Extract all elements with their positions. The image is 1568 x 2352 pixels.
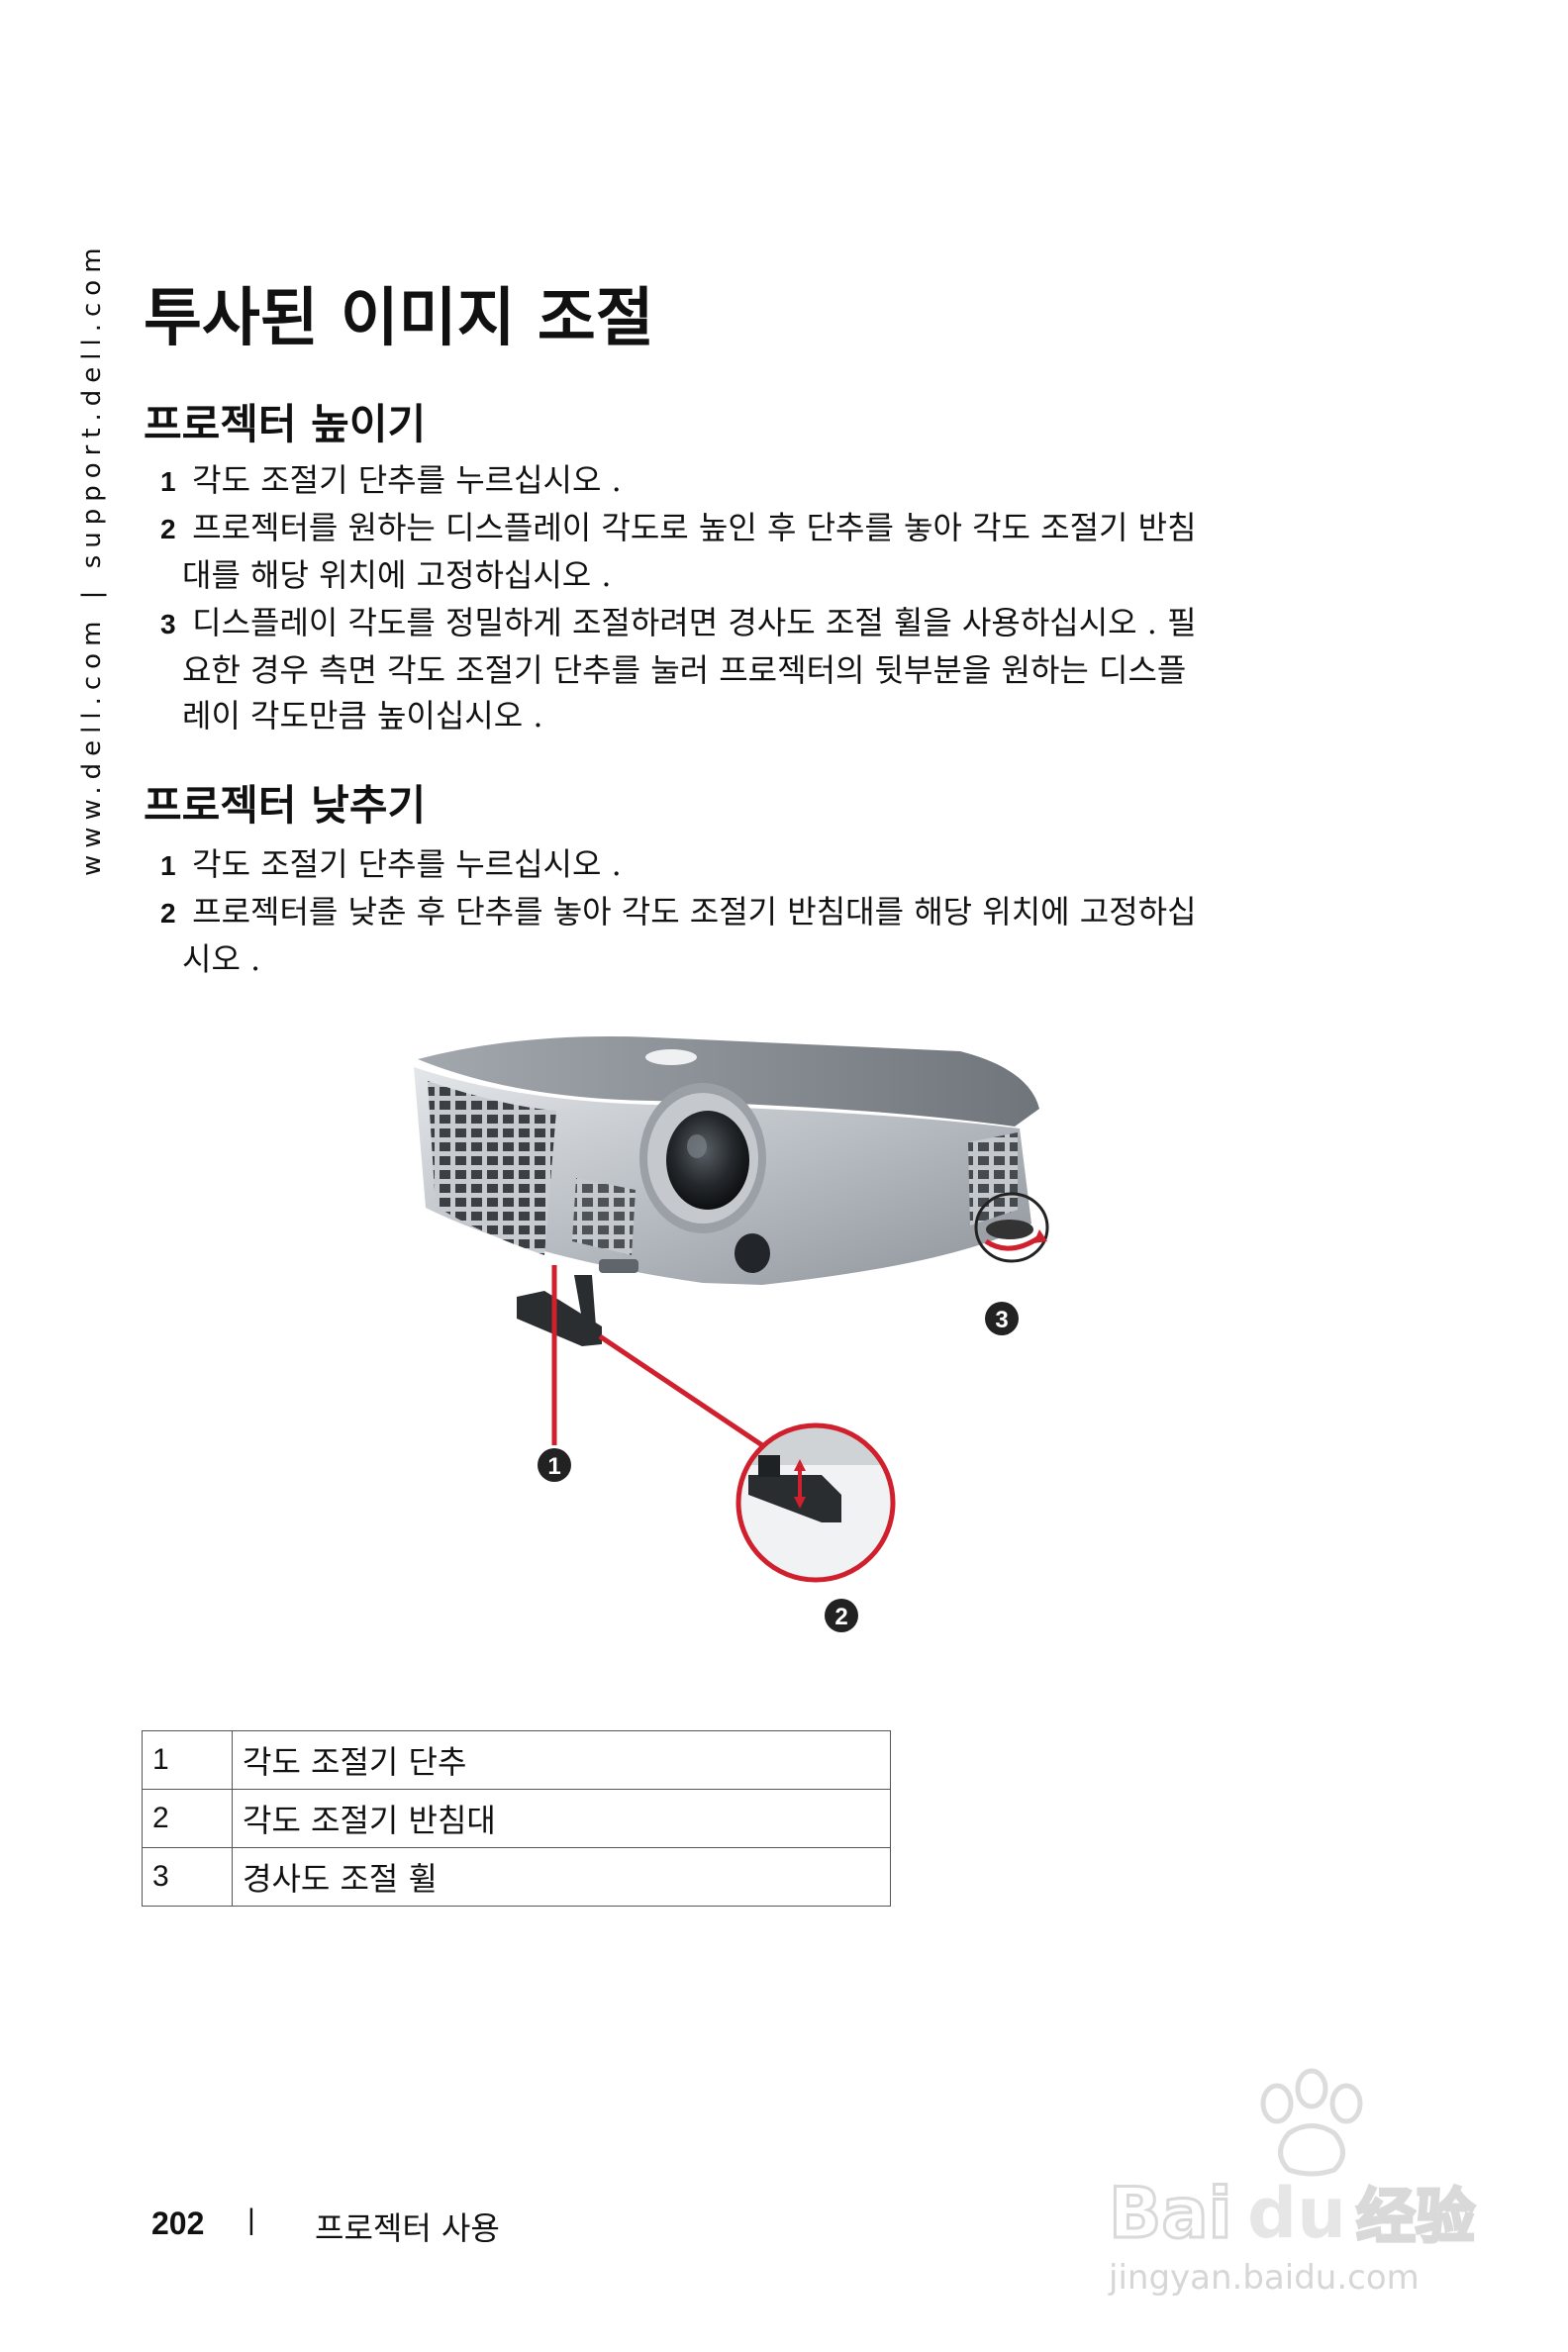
lens-glass: [666, 1111, 749, 1210]
baidu-watermark-logo: Bai du 经验 jingyan.baidu.com: [1108, 2068, 1477, 2298]
step-text: 프로젝터를 낮춘 후 단추를 놓아 각도 조절기 반침대를 해당 위치에 고정하…: [192, 893, 1197, 931]
step-number: 2: [160, 514, 176, 544]
ir-sensor: [735, 1233, 770, 1273]
footer-separator: |: [247, 2204, 255, 2236]
sidebar-url: www.dell.com | support.dell.com: [77, 241, 107, 876]
callout-line-2: [598, 1333, 764, 1448]
callout-2-badge: 2: [825, 1599, 858, 1632]
step-text: 각도 조절기 단추를 누르십시오 .: [192, 461, 622, 499]
side-vent: [572, 1178, 636, 1255]
svg-text:经验: 经验: [1356, 2183, 1475, 2252]
table-row: 1 각도 조절기 단추: [142, 1730, 891, 1790]
elevator-foot-base: [517, 1291, 602, 1346]
section-heading-raise: 프로젝터 높이기: [144, 400, 427, 448]
tilt-wheel: [986, 1220, 1033, 1239]
callout-2-label: 2: [834, 1604, 847, 1630]
front-grill: [428, 1081, 556, 1255]
step-text-continued: 대를 해당 위치에 고정하십시오 .: [182, 556, 612, 594]
legend-label: 경사도 조절 휠: [232, 1847, 891, 1907]
step-number: 2: [160, 898, 176, 929]
step-text-continued: 레이 각도만큼 높이십시오 .: [182, 697, 543, 735]
step-text: 각도 조절기 단추를 누르십시오 .: [192, 845, 622, 883]
legend-number: 3: [142, 1847, 233, 1907]
legend-number: 1: [142, 1730, 233, 1790]
legend-label: 각도 조절기 반침대: [232, 1789, 891, 1848]
table-row: 2 각도 조절기 반침대: [142, 1789, 891, 1848]
raise-step-2: 2 프로젝터를 원하는 디스플레이 각도로 높인 후 단추를 놓아 각도 조절기…: [160, 505, 1358, 598]
projector-figure: 1 2 3: [406, 1029, 1049, 1663]
lower-step-1: 1 각도 조절기 단추를 누르십시오 .: [160, 841, 1358, 889]
callout-1-label: 1: [547, 1453, 560, 1480]
zoom-inset-ring: [735, 1422, 896, 1583]
step-number: 3: [160, 609, 176, 639]
lower-step-2: 2 프로젝터를 낮춘 후 단추를 놓아 각도 조절기 반침대를 해당 위치에 고…: [160, 889, 1358, 982]
projector-illustration: 1 2 3: [414, 1035, 1049, 1632]
section-heading-lower: 프로젝터 낮추기: [144, 781, 427, 830]
raise-step-3: 3 디스플레이 각도를 정밀하게 조절하려면 경사도 조절 휠을 사용하십시오 …: [160, 600, 1358, 738]
step-text-continued: 요한 경우 측면 각도 조절기 단추를 눌러 프로젝터의 뒷부분을 원하는 디스…: [182, 651, 1187, 689]
page-title: 투사된 이미지 조절: [144, 282, 654, 355]
tilt-wheel-circle: [974, 1192, 1049, 1263]
svg-text:jingyan.baidu.com: jingyan.baidu.com: [1108, 2258, 1420, 2298]
table-row: 3 경사도 조절 휠: [142, 1847, 891, 1907]
svg-text:du: du: [1247, 2173, 1346, 2254]
projector-top-cover: [418, 1035, 1039, 1127]
lens-highlight: [687, 1134, 707, 1158]
callout-1-badge: 1: [538, 1448, 571, 1482]
callout-3-label: 3: [995, 1307, 1008, 1333]
step-number: 1: [160, 466, 176, 497]
legend-label: 각도 조절기 단추: [232, 1730, 891, 1790]
legend-number: 2: [142, 1789, 233, 1848]
elevator-button: [599, 1259, 638, 1273]
raise-step-1: 1 각도 조절기 단추를 누르십시오 .: [160, 457, 1358, 505]
chapter-title: 프로젝터 사용: [315, 2209, 500, 2247]
tilt-wheel-arrow: [984, 1234, 1041, 1251]
elevator-foot: [574, 1275, 596, 1330]
step-text-continued: 시오 .: [182, 940, 261, 978]
step-text: 디스플레이 각도를 정밀하게 조절하려면 경사도 조절 휠을 사용하십시오 . …: [192, 604, 1197, 641]
rear-vent: [968, 1132, 1018, 1225]
step-number: 1: [160, 850, 176, 881]
step-text: 프로젝터를 원하는 디스플레이 각도로 높인 후 단추를 놓아 각도 조절기 반…: [192, 509, 1197, 546]
callout-3-badge: 3: [985, 1302, 1019, 1335]
tilt-wheel-arrowhead: [1033, 1229, 1047, 1243]
legend-table: 1 각도 조절기 단추 2 각도 조절기 반침대 3 경사도 조절 휠: [142, 1730, 891, 1907]
dell-logo-disc: [645, 1049, 697, 1065]
page-number: 202: [151, 2205, 205, 2241]
svg-text:Bai: Bai: [1109, 2173, 1232, 2254]
